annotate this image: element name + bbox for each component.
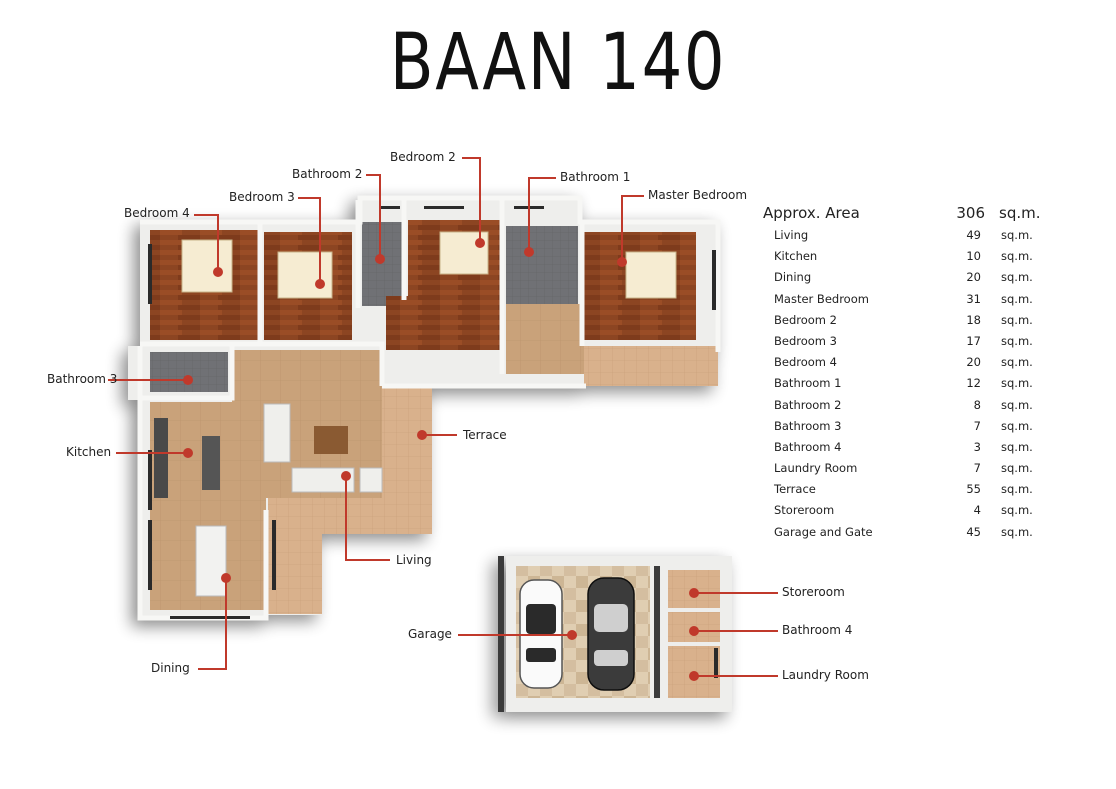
label-bedroom-2: Bedroom 2 [390,150,456,164]
label-laundry-room: Laundry Room [782,668,869,682]
area-header-value: 306 [956,204,985,222]
coffee-table [314,426,348,454]
label-storeroom: Storeroom [782,585,845,599]
label-bathroom-3: Bathroom 3 [47,372,118,386]
sofa [263,403,291,463]
label-bathroom-2: Bathroom 2 [292,167,363,181]
callout-markers [183,238,699,681]
house-main [128,195,721,621]
label-master-bedroom: Master Bedroom [648,188,748,202]
area-header-unit: sq.m. [999,204,1041,222]
label-terrace: Terrace [463,428,507,442]
label-garage: Garage [408,627,452,641]
label-dining: Dining [151,661,190,675]
callout-lines [108,157,778,677]
label-kitchen: Kitchen [66,445,112,459]
label-bathroom-4: Bathroom 4 [782,623,853,637]
label-bedroom-4: Bedroom 4 [124,206,190,220]
page-title: BAAN 140 [389,18,727,108]
area-table-header: Approx. Area 306 sq.m. [763,204,1043,228]
label-bedroom-3: Bedroom 3 [229,190,295,204]
label-bathroom-1: Bathroom 1 [560,170,631,184]
dining-table [195,525,227,597]
car-black [587,577,635,691]
area-header-label: Approx. Area [763,204,860,222]
label-living: Living [396,553,432,567]
kitchen-island [202,436,220,490]
